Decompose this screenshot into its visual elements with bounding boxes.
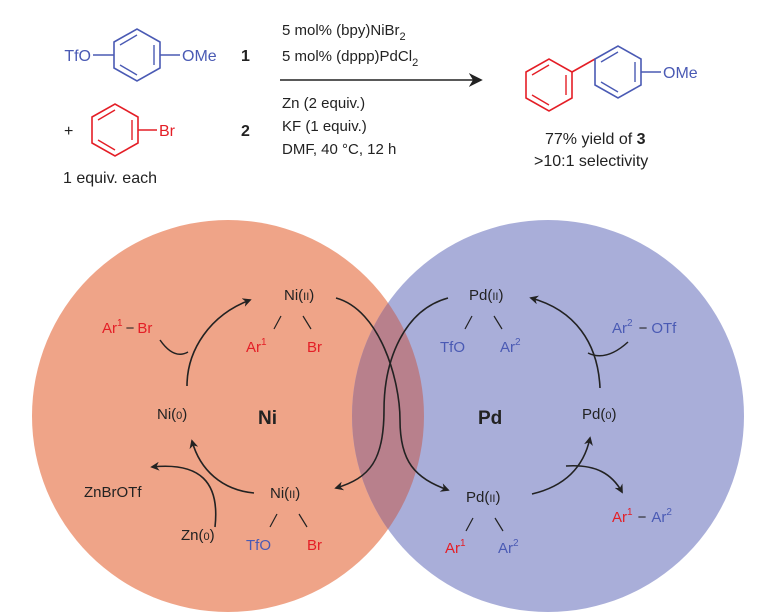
product-selectivity: >10:1 selectivity bbox=[534, 153, 648, 170]
plus-sign: + bbox=[64, 123, 73, 140]
pd-cycle-center-label: Pd bbox=[478, 408, 502, 429]
pd-cycle: Pd(II) TfO Ar2 Pd(0) Pd(II) Ar1 Ar2 Ar2−… bbox=[440, 287, 677, 557]
reactant-2-number: 2 bbox=[241, 123, 250, 140]
pd-ii-bottom: Pd(II) bbox=[466, 489, 500, 506]
condition-zn: Zn (2 equiv.) bbox=[282, 95, 365, 112]
pd-product-ar1-ar2: Ar1−Ar2 bbox=[612, 507, 672, 526]
ni-cycle: Ni(II) Ar1 Br Ni(0) Ni(II) TfO Br Ar1−Br… bbox=[84, 287, 322, 554]
ni-reductant-zn: Zn(0) bbox=[181, 527, 215, 544]
ni-cycle-circle bbox=[32, 220, 424, 612]
reactant-1-number: 1 bbox=[241, 48, 250, 65]
pd-product-release-arrow bbox=[565, 464, 623, 494]
transfer-arrow-ni-to-pd bbox=[335, 297, 450, 492]
pd-ar2otf-uptake-arrow bbox=[587, 341, 629, 357]
reactant-1-ring bbox=[113, 28, 161, 82]
pd-0: Pd(0) bbox=[582, 406, 616, 423]
reactant-1-ome-label: OMe bbox=[182, 48, 217, 65]
transfer-arrow-pd-to-ni bbox=[334, 297, 449, 491]
ni-zn-in-znbrotf-out-arrow bbox=[150, 461, 217, 528]
ni-0: Ni(0) bbox=[157, 406, 187, 423]
ni-reduction-arrow bbox=[189, 439, 255, 494]
product-yield: 77% yield of 3 bbox=[545, 131, 646, 148]
reaction-conditions: 5 mol% (bpy)NiBr2 5 mol% (dppp)PdCl2 Zn … bbox=[280, 22, 483, 158]
ni-ii-bottom-br: Br bbox=[307, 537, 322, 554]
ni-byproduct-znbrotf: ZnBrOTf bbox=[84, 484, 142, 501]
reactant-1: TfO OMe 1 bbox=[64, 28, 250, 82]
condition-ni-catalyst: 5 mol% (bpy)NiBr2 bbox=[282, 22, 406, 43]
ni-ii-top: Ni(II) bbox=[284, 287, 314, 304]
product-biaryl: OMe 77% yield of 3 >10:1 selectivity bbox=[525, 45, 698, 170]
pd-ii-bottom-ar2: Ar2 bbox=[498, 538, 519, 557]
reactant-2-br-label: Br bbox=[159, 123, 176, 140]
equiv-note: 1 equiv. each bbox=[63, 170, 157, 187]
pd-ii-top: Pd(II) bbox=[469, 287, 503, 304]
pd-ii-top-tfo: TfO bbox=[440, 339, 465, 356]
ni-substrate-ar1-br: Ar1−Br bbox=[102, 318, 152, 337]
ni-ii-top-br: Br bbox=[307, 339, 322, 356]
condition-kf: KF (1 equiv.) bbox=[282, 118, 367, 135]
ni-ar1br-uptake-arrow bbox=[159, 339, 189, 355]
product-ome-label: OMe bbox=[663, 65, 698, 82]
pd-reductive-elimination-arrow bbox=[531, 436, 593, 495]
ni-oxidative-addition-arrow bbox=[186, 298, 252, 387]
product-blue-ring bbox=[594, 45, 642, 99]
ni-ii-bottom: Ni(II) bbox=[270, 485, 300, 502]
reactant-1-otf-label: TfO bbox=[64, 48, 91, 65]
pd-ii-bottom-ar1: Ar1 bbox=[445, 538, 466, 557]
ni-ii-top-ar1: Ar1 bbox=[246, 337, 267, 356]
pd-oxidative-addition-arrow bbox=[529, 295, 601, 389]
ni-cycle-center-label: Ni bbox=[258, 408, 277, 429]
ni-ii-bottom-tfo: TfO bbox=[246, 537, 271, 554]
condition-pd-catalyst: 5 mol% (dppp)PdCl2 bbox=[282, 48, 418, 69]
pd-substrate-ar2-otf: Ar2−OTf bbox=[612, 318, 677, 337]
reactant-2-ring bbox=[91, 103, 139, 157]
pd-ii-top-ar2: Ar2 bbox=[500, 337, 521, 356]
condition-solvent-temp: DMF, 40 °C, 12 h bbox=[282, 141, 396, 158]
pd-cycle-circle bbox=[352, 220, 744, 612]
product-red-ring bbox=[525, 58, 573, 112]
reactant-2: + Br 2 1 equiv. each bbox=[63, 103, 250, 187]
